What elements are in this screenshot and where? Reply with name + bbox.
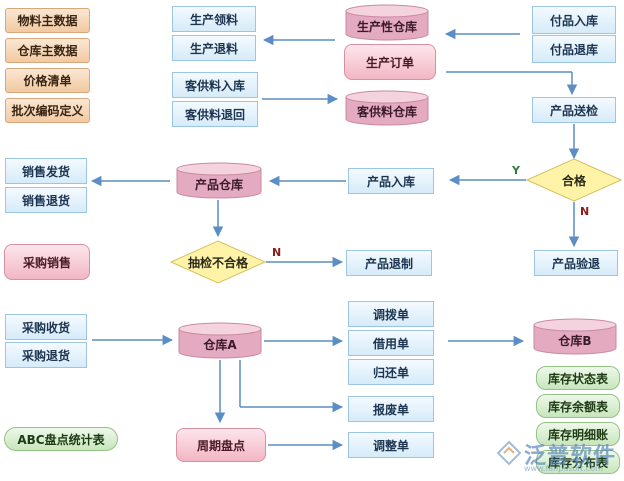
customer-material-warehouse-label: 客供料仓库 — [356, 104, 417, 119]
master-material[interactable]: 物料主数据 — [5, 8, 90, 33]
sampling-unqualified-label: 抽检不合格 — [187, 255, 248, 270]
transfer-order-box[interactable]: 调拨单 — [348, 301, 434, 327]
report-stock-detail[interactable]: 库存明细账 — [536, 422, 620, 446]
no-label-sampling: N — [272, 246, 282, 259]
warehouse-a-label: 仓库A — [203, 337, 237, 352]
purchase-sales-pill[interactable]: 采购销售 — [4, 244, 90, 280]
subcontract-return-box[interactable]: 付品退库 — [532, 35, 616, 63]
material-return-box[interactable]: 生产退料 — [172, 35, 256, 61]
report-stock-balance[interactable]: 库存余额表 — [536, 394, 620, 418]
master-price-list[interactable]: 价格清单 — [5, 68, 90, 93]
qualified-label: 合格 — [561, 173, 586, 188]
production-warehouse-label: 生产性仓库 — [356, 19, 417, 34]
production-warehouse-cylinder[interactable]: 生产性仓库 — [345, 4, 429, 42]
adjust-order-box[interactable]: 调整单 — [348, 432, 434, 458]
warehouse-b-label: 仓库B — [558, 333, 592, 348]
watermark-url: www.fanpusoft.com — [524, 464, 603, 473]
sampling-unqualified-decision[interactable]: 抽检不合格 — [170, 240, 266, 284]
customer-material-return-box[interactable]: 客供料退回 — [172, 101, 258, 127]
product-rework-box[interactable]: 产品退制 — [346, 250, 432, 276]
fanpu-logo-icon — [496, 440, 522, 466]
customer-material-warehouse-cylinder[interactable]: 客供料仓库 — [345, 90, 429, 126]
periodic-count-pill[interactable]: 周期盘点 — [176, 428, 266, 462]
purchase-return-box[interactable]: 采购退货 — [5, 342, 87, 368]
report-stock-status[interactable]: 库存状态表 — [536, 366, 620, 390]
qualified-decision[interactable]: 合格 — [526, 158, 622, 202]
sales-delivery-box[interactable]: 销售发货 — [5, 158, 87, 184]
watermark-text: 泛普软件 — [524, 444, 617, 469]
warehouse-b-cylinder[interactable]: 仓库B — [533, 318, 617, 356]
product-receipt-box[interactable]: 产品入库 — [348, 168, 434, 194]
warehouse-a-cylinder[interactable]: 仓库A — [178, 322, 262, 360]
purchase-receipt-box[interactable]: 采购收货 — [5, 314, 87, 340]
production-order-pill[interactable]: 生产订单 — [344, 44, 436, 80]
product-recheck-box[interactable]: 产品验退 — [534, 250, 618, 276]
no-label-qualified: N — [580, 205, 590, 218]
product-inspection-box[interactable]: 产品送检 — [532, 97, 616, 123]
product-warehouse-label: 产品仓库 — [194, 177, 243, 192]
watermark: 泛普软件 www.fanpusoft.com — [494, 436, 622, 476]
product-warehouse-cylinder[interactable]: 产品仓库 — [176, 162, 262, 200]
material-issue-box[interactable]: 生产领料 — [172, 6, 256, 32]
return-order-box[interactable]: 归还单 — [348, 359, 434, 385]
master-batch-code[interactable]: 批次编码定义 — [5, 98, 90, 123]
subcontract-receipt-box[interactable]: 付品入库 — [532, 6, 616, 34]
master-warehouse[interactable]: 仓库主数据 — [5, 38, 90, 63]
yes-label: Y — [512, 164, 520, 177]
borrow-order-box[interactable]: 借用单 — [348, 330, 434, 356]
customer-material-receipt-box[interactable]: 客供料入库 — [172, 72, 258, 98]
scrap-order-box[interactable]: 报废单 — [348, 396, 434, 422]
sales-return-box[interactable]: 销售退货 — [5, 187, 87, 213]
report-stock-distribution[interactable]: 库存分布表 — [536, 450, 620, 474]
abc-stats-pill[interactable]: ABC盘点统计表 — [4, 427, 118, 451]
